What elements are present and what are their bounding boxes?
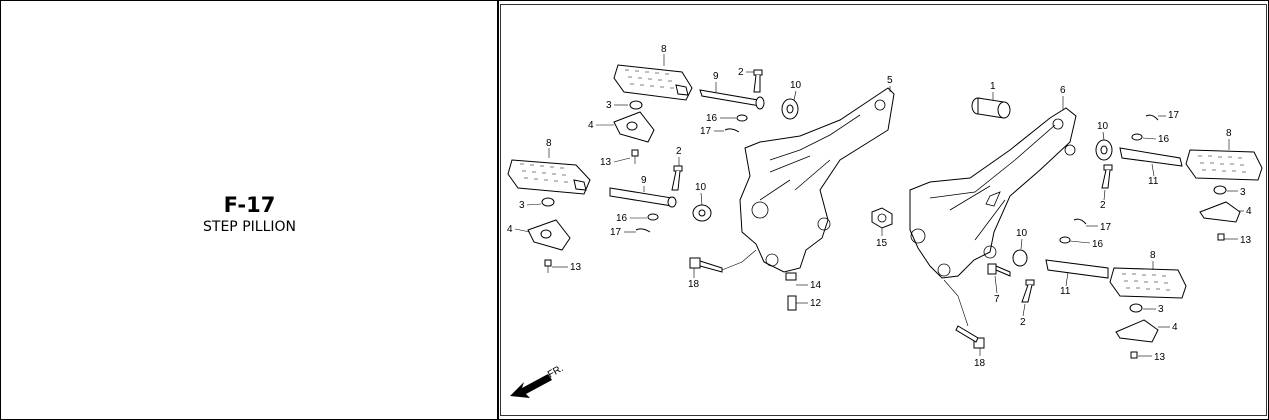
callout-8b: 8: [546, 138, 552, 149]
pivot-collar-1: [971, 97, 1011, 119]
callout-3c: 3: [1240, 187, 1246, 198]
rubber-3-right-upper: [1213, 185, 1227, 195]
footrest-rubber-right-upper: [1185, 149, 1263, 181]
callout-16b: 16: [616, 213, 628, 224]
bolt-12-left: [787, 295, 797, 311]
pivot-pin-upper: [699, 89, 765, 110]
callout-4: 4: [588, 120, 594, 131]
spring-holder-upper: [613, 100, 655, 143]
callout-10: 10: [790, 80, 802, 91]
callout-2c: 2: [1100, 200, 1106, 211]
nut-15: [871, 207, 893, 229]
callout-9b: 9: [641, 175, 647, 186]
left-step-bracket: [739, 87, 895, 273]
callout-16: 16: [706, 113, 718, 124]
cotter-pin-lower: [635, 228, 651, 233]
bolt-7: [987, 263, 1011, 277]
right-step-bracket: [909, 107, 1077, 279]
spring-holder-right-lower: [1115, 319, 1159, 343]
callout-5: 5: [887, 75, 893, 86]
screw-upper-13: [631, 149, 639, 164]
footrest-rubber-lower: [507, 159, 591, 195]
callout-4b: 4: [507, 224, 513, 235]
washer-right-16-upper: [1131, 133, 1143, 141]
callout-17b: 17: [610, 227, 622, 238]
pivot-pin-right-lower: [1045, 259, 1109, 279]
spring-holder-right-upper: [1199, 201, 1241, 223]
callout-14: 14: [810, 280, 822, 291]
callout-2: 2: [738, 67, 744, 78]
callout-8: 8: [661, 44, 667, 55]
callout-4d: 4: [1172, 322, 1178, 333]
washer-right-16-lower: [1059, 236, 1071, 244]
screw-right-upper-13: [1217, 233, 1225, 241]
callout-6: 6: [1060, 85, 1066, 96]
bolt-18-left: [689, 257, 723, 273]
callout-13: 13: [600, 157, 612, 168]
section-title-panel: F-17 STEP PILLION: [1, 1, 498, 419]
callout-2d: 2: [1020, 317, 1026, 328]
footrest-rubber-upper: [613, 64, 693, 101]
clevis-pin-lower: [671, 165, 683, 191]
callout-3b: 3: [519, 200, 525, 211]
washer-upper-16: [736, 114, 748, 122]
callout-3: 3: [606, 100, 612, 111]
clevis-pin-upper: [753, 69, 763, 93]
callout-3d: 3: [1158, 304, 1164, 315]
diagram-panel: [500, 4, 1267, 416]
cotter-pin-upper: [724, 128, 740, 133]
callout-17d: 17: [1100, 222, 1112, 233]
panel-divider: [497, 0, 499, 420]
pivot-pin-right-upper: [1119, 147, 1183, 167]
footrest-rubber-right-lower: [1109, 267, 1187, 299]
clevis-pin-right-upper: [1101, 164, 1113, 189]
screw-right-lower-13: [1130, 351, 1138, 359]
callout-8c: 8: [1226, 128, 1232, 139]
callout-16d: 16: [1092, 239, 1104, 250]
callout-labels: 8 9 2 10 16 17 3 4 13 8 2 9 10 16 17 3 4…: [507, 44, 1252, 369]
callout-10d: 10: [1016, 228, 1028, 239]
nut-14-left: [785, 272, 797, 281]
clevis-pin-right-lower: [1021, 279, 1035, 303]
callout-17: 17: [700, 126, 712, 137]
callout-8d: 8: [1150, 250, 1156, 261]
callout-17c: 17: [1168, 110, 1180, 121]
front-direction-label: FR.: [546, 363, 565, 381]
callout-10b: 10: [695, 182, 707, 193]
callout-11b: 11: [1060, 286, 1071, 297]
callout-16c: 16: [1158, 134, 1170, 145]
callout-18b: 18: [974, 358, 986, 369]
callout-18: 18: [688, 279, 700, 290]
washer-lower-16: [647, 213, 659, 221]
callout-1: 1: [990, 81, 996, 92]
callout-11: 11: [1148, 176, 1159, 187]
callout-2b: 2: [676, 146, 682, 157]
cotter-pin-right-lower: [1073, 218, 1087, 225]
callout-13c: 13: [1240, 235, 1252, 246]
section-code: F-17: [223, 193, 276, 217]
pivot-pin-lower: [609, 187, 677, 208]
callout-10c: 10: [1097, 121, 1109, 132]
cotter-pin-right-upper: [1145, 114, 1159, 121]
callout-13d: 13: [1154, 352, 1166, 363]
callout-15: 15: [876, 238, 888, 249]
screw-lower-13: [544, 259, 552, 273]
rubber-3-right-lower: [1129, 303, 1143, 313]
callout-13b: 13: [570, 262, 582, 273]
spring-holder-lower: [527, 197, 571, 251]
bolt-18-right: [955, 325, 985, 349]
callout-9: 9: [713, 71, 719, 82]
callout-12: 12: [810, 298, 822, 309]
callout-4c: 4: [1246, 206, 1252, 217]
front-direction-arrow-icon: [510, 374, 552, 398]
section-name: STEP PILLION: [203, 219, 296, 235]
callout-7: 7: [994, 294, 1000, 305]
washer-right-10-lower: [1012, 249, 1028, 267]
